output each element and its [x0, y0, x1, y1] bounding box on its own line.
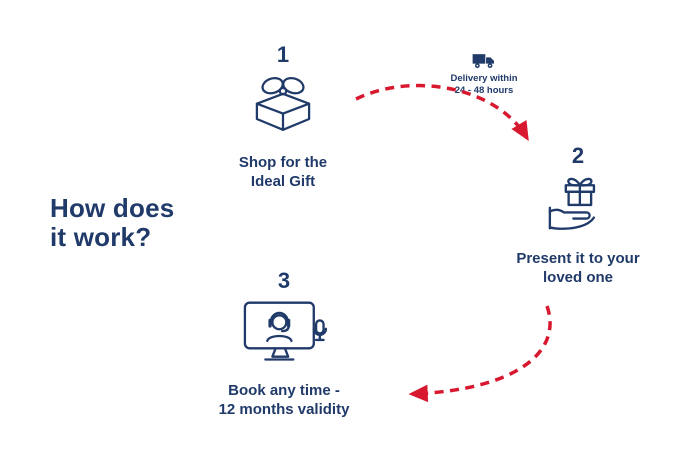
step-2: 2 Present it to your loved one	[485, 143, 671, 287]
step-1-label: Shop for the Ideal Gift	[238, 154, 328, 190]
step-3-number: 3	[277, 268, 291, 293]
gift-box-icon	[195, 73, 371, 138]
support-monitor-icon	[184, 299, 384, 366]
step-1: 1 Shop for the Ideal Gift	[195, 42, 371, 191]
delivery-badge: Delivery within 24 - 48 hours	[424, 51, 544, 96]
step-3: 3 Book any time - 12 months validity	[184, 268, 384, 419]
step-2-number: 2	[571, 143, 585, 168]
arrow-step2-to-step3	[408, 305, 552, 403]
hand-gift-icon	[485, 174, 671, 234]
delivery-badge-text: Delivery within 24 - 48 hours	[450, 73, 518, 96]
step-2-label: Present it to your loved one	[516, 250, 640, 286]
page-title: How does it work?	[50, 193, 175, 252]
step-3-label: Book any time - 12 months validity	[218, 382, 350, 418]
delivery-truck-icon	[424, 51, 544, 70]
step-1-number: 1	[276, 42, 290, 67]
